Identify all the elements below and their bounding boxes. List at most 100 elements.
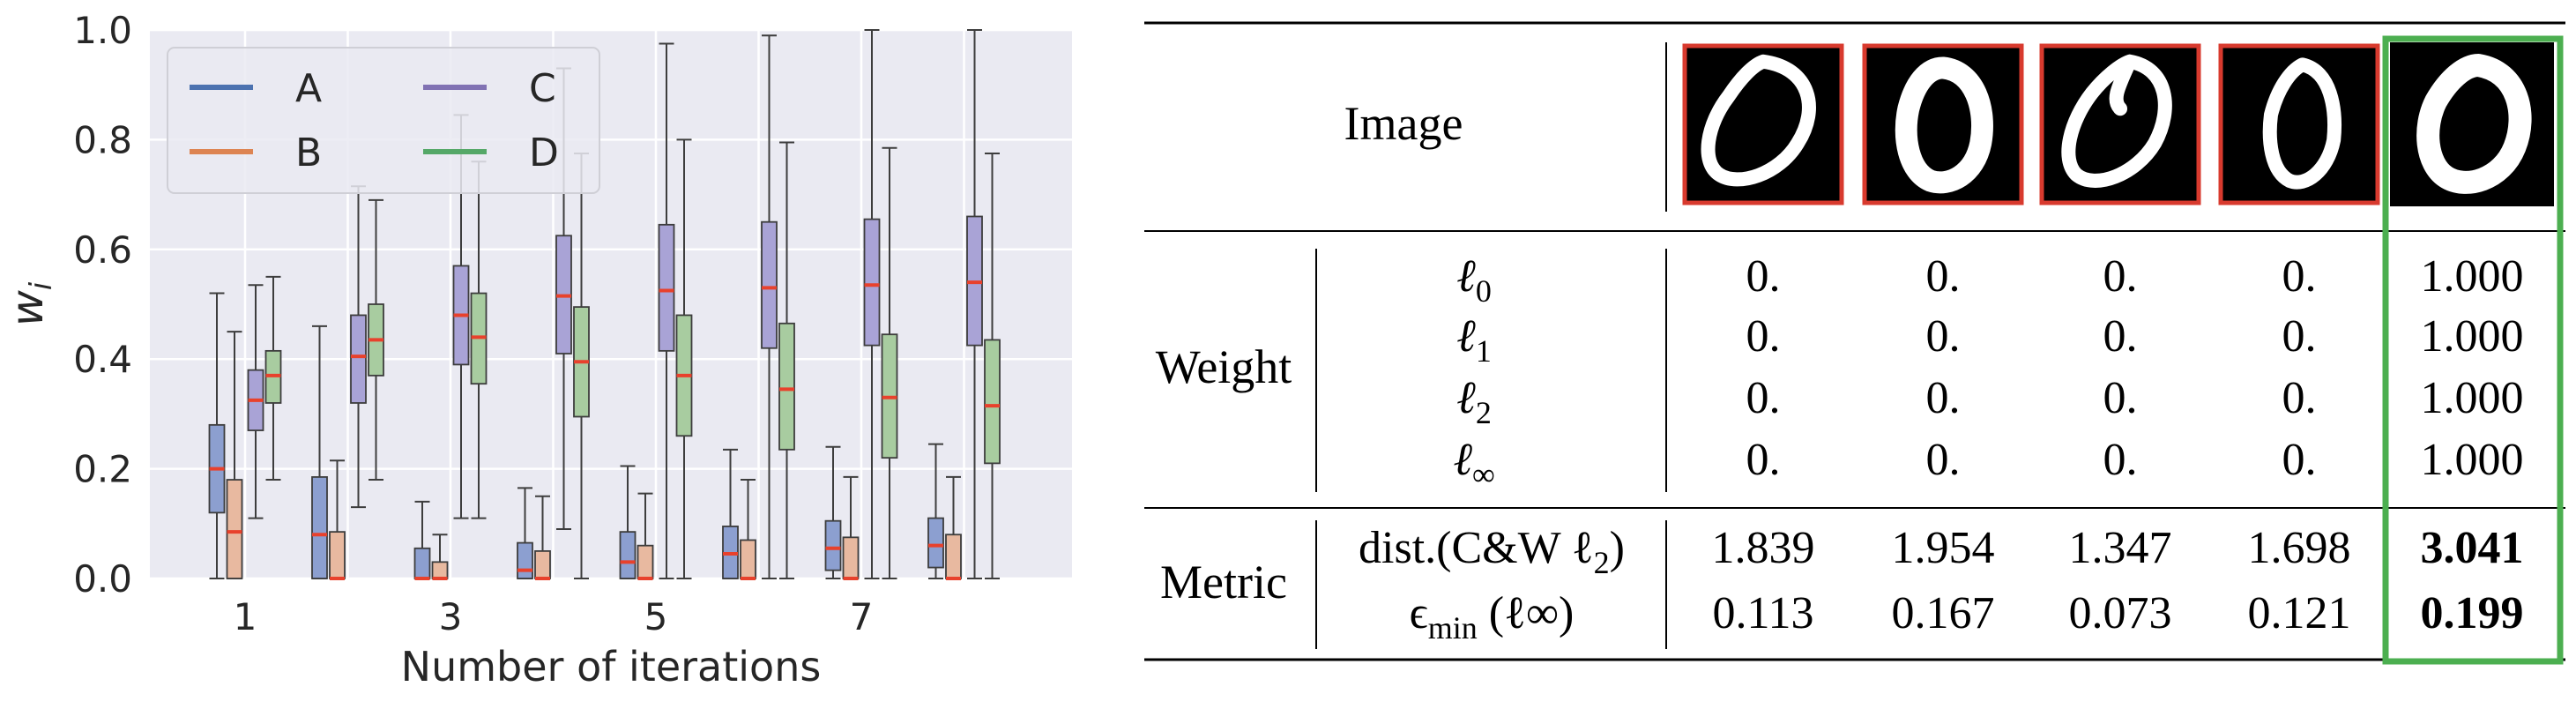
box-c-5 (658, 42, 675, 579)
weight-row-label: Weight (1156, 340, 1292, 393)
weight-cell: 0. (1746, 373, 1781, 423)
box-a-4 (517, 487, 533, 579)
box-d-1 (264, 275, 282, 481)
y-axis-label: wi (2, 281, 59, 326)
weight-cell: 1.000 (2421, 251, 2524, 302)
box-iqr (945, 534, 962, 579)
box-iqr (984, 339, 1001, 465)
norm-label: ℓ2 (1456, 373, 1492, 430)
metric-label: ϵmin (ℓ∞) (1410, 588, 1575, 646)
box-a-2 (311, 325, 328, 579)
weight-cell: 0. (1926, 373, 1961, 423)
box-d-2 (368, 198, 384, 481)
box-b-5 (637, 492, 654, 580)
digit-zero-image (1862, 43, 2024, 205)
box-iqr (329, 531, 346, 579)
x-tick-label: 3 (439, 595, 463, 638)
metric-cell: 0.199 (2421, 588, 2524, 638)
y-tick-label: 0.0 (73, 557, 132, 601)
y-tick-label: 0.6 (73, 228, 132, 272)
weight-cell: 0. (1746, 435, 1781, 485)
y-tick-label: 0.4 (73, 338, 132, 381)
box-b-7 (842, 475, 860, 580)
digit-stroke (2416, 54, 2532, 194)
norm-subscript: 1 (1476, 333, 1492, 369)
box-iqr (658, 223, 675, 352)
box-iqr (637, 544, 654, 579)
box-iqr (778, 322, 795, 451)
weight-cell: 0. (2103, 373, 2138, 423)
box-a-5 (619, 465, 637, 579)
box-iqr (863, 218, 881, 347)
y-axis-label-subscript: i (24, 281, 59, 290)
image-row-label: Image (1344, 97, 1463, 150)
weight-values: 0.0.0.0.1.0000.0.0.0.1.0000.0.0.0.1.0000… (1746, 251, 2524, 485)
box-iqr (842, 536, 860, 579)
norm-symbol: ℓ (1456, 373, 1476, 423)
weight-cell: 1.000 (2421, 311, 2524, 362)
box-d-7 (881, 146, 898, 579)
x-tick-label: 5 (644, 595, 668, 638)
y-axis-label-main: w (2, 290, 53, 326)
metric-label-subscript: min (1428, 610, 1478, 646)
weight-cell: 0. (2282, 311, 2317, 362)
metric-label-subscript: 2 (1594, 545, 1610, 580)
weight-cell: 0. (2282, 373, 2317, 423)
metric-cell: 1.954 (1892, 523, 1995, 573)
metric-cell: 0.073 (2069, 588, 2172, 638)
norm-subscript: 2 (1476, 395, 1492, 430)
weight-cell: 0. (1746, 251, 1781, 302)
norm-label: ℓ0 (1456, 251, 1492, 309)
best-column-highlight (2382, 35, 2564, 665)
norm-label: ℓ1 (1456, 311, 1492, 369)
norm-symbol: ℓ (1456, 311, 1476, 362)
digit-stroke (2262, 57, 2341, 190)
box-iqr (534, 550, 551, 579)
box-iqr (226, 479, 243, 579)
box-c-1 (247, 284, 264, 519)
weight-cell: 1.000 (2421, 435, 2524, 485)
box-iqr (350, 314, 367, 404)
box-iqr (927, 517, 944, 569)
box-b-4 (534, 495, 551, 580)
box-a-3 (413, 500, 431, 580)
box-a-7 (824, 445, 842, 579)
digit-zero-image (2390, 42, 2554, 206)
weight-cell: 0. (1926, 251, 1961, 302)
legend-frame (167, 47, 600, 194)
weight-cell: 0. (2103, 311, 2138, 362)
weight-cell: 0. (2282, 435, 2317, 485)
weight-cell: 0. (2103, 251, 2138, 302)
metric-cell: 0.113 (1712, 588, 1813, 638)
metric-label-main: dist.(C&W ℓ (1359, 523, 1594, 573)
digit-zero-image (2039, 43, 2201, 205)
x-axis-label: Number of iterations (401, 643, 822, 690)
metric-row-label: Metric (1160, 556, 1287, 608)
norm-symbol: ℓ (1453, 435, 1472, 485)
box-b-3 (431, 534, 449, 580)
digit-zero-image (1682, 43, 1844, 205)
box-iqr (824, 519, 842, 571)
box-b-1 (226, 331, 243, 579)
box-d-5 (675, 138, 693, 579)
x-tick-label: 7 (850, 595, 874, 638)
box-iqr (619, 531, 637, 579)
weight-cell: 0. (2103, 435, 2138, 485)
metric-label: dist.(C&W ℓ2) (1359, 523, 1625, 580)
norm-label: ℓ∞ (1453, 435, 1494, 492)
metric-cell: 0.167 (1892, 588, 1995, 638)
digit-stroke (2061, 54, 2172, 188)
legend-label-a: A (295, 66, 322, 111)
digit-images (1682, 42, 2554, 206)
norm-subscript: ∞ (1472, 457, 1495, 492)
legend-label-b: B (295, 131, 322, 175)
box-a-1 (208, 292, 226, 579)
metric-cell: 3.041 (2421, 523, 2524, 573)
metric-cell: 1.698 (2248, 523, 2351, 573)
metric-label-tail: ) (1610, 523, 1625, 573)
